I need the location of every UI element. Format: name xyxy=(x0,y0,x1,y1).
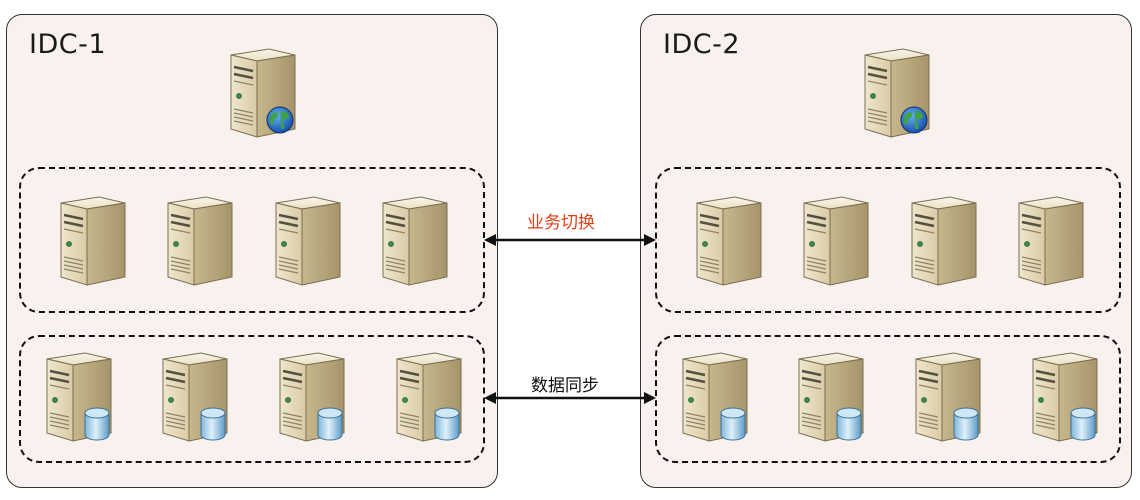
server-database-icon xyxy=(1027,345,1101,445)
server-database-icon xyxy=(391,345,465,445)
db-server-group xyxy=(655,335,1121,463)
server-database-icon xyxy=(677,345,751,445)
server-icon xyxy=(270,189,344,289)
server-globe-icon xyxy=(859,41,933,141)
server-database-icon xyxy=(793,345,867,445)
server-icon xyxy=(55,189,129,289)
server-database-icon xyxy=(157,345,231,445)
business-switch-arrow xyxy=(484,234,656,246)
server-icon xyxy=(798,189,872,289)
idc-1-datacenter: IDC-1 xyxy=(6,14,498,488)
server-icon xyxy=(377,189,451,289)
server-icon xyxy=(162,189,236,289)
server-database-icon xyxy=(274,345,348,445)
idc-1-title: IDC-1 xyxy=(29,29,107,60)
idc-2-datacenter: IDC-2 xyxy=(640,14,1132,488)
data-sync-label: 数据同步 xyxy=(531,376,599,396)
db-server-group xyxy=(19,335,485,463)
app-server-group xyxy=(655,167,1121,313)
data-sync-arrow xyxy=(484,392,656,404)
server-database-icon xyxy=(910,345,984,445)
server-icon xyxy=(906,189,980,289)
server-icon xyxy=(691,189,765,289)
server-globe-icon xyxy=(225,41,299,141)
server-icon xyxy=(1013,189,1087,289)
idc-2-title: IDC-2 xyxy=(663,29,741,60)
server-database-icon xyxy=(41,345,115,445)
app-server-group xyxy=(19,167,485,313)
business-switch-label: 业务切换 xyxy=(527,213,595,233)
